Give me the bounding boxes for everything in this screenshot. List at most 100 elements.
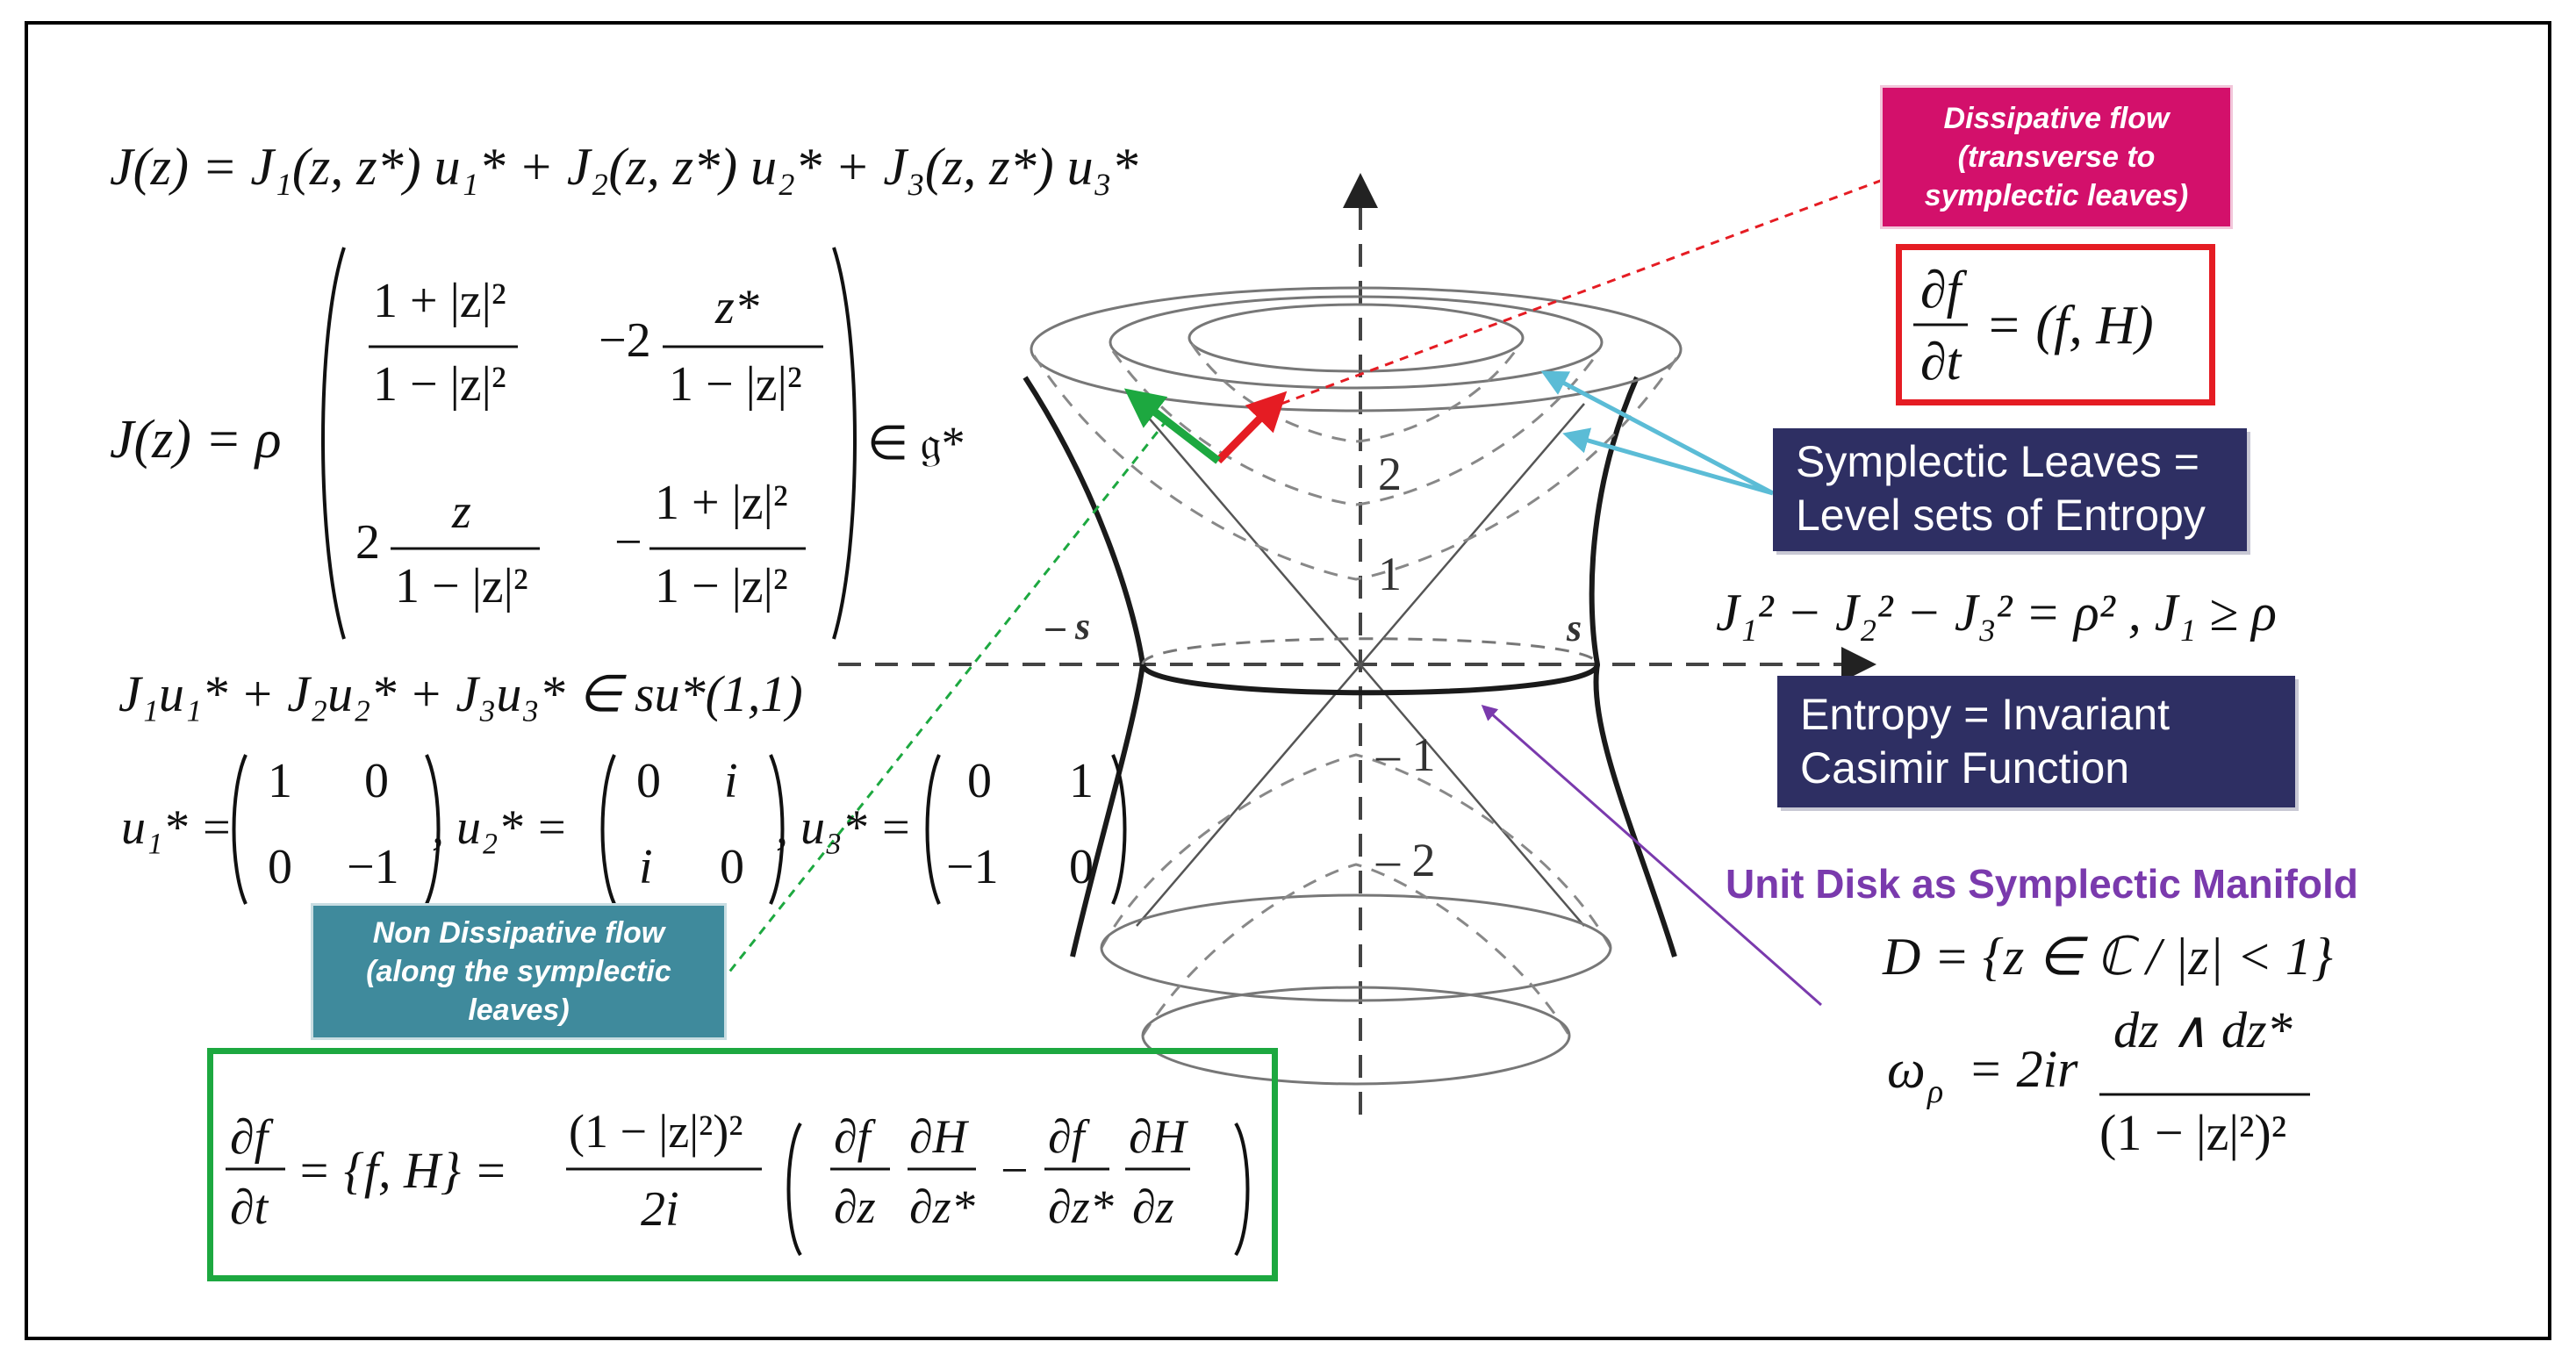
flow-left-paren — [786, 1122, 802, 1257]
matrix-m21-num: z — [452, 484, 471, 539]
entropy-line: Entropy = Invariant — [1800, 690, 2171, 739]
equation-j-in-dual: ∈ 𝔤* — [867, 417, 965, 470]
equation-j-sum: J(z) = J₁(z, z*) u₁* + J₂(z, z*) u₂* + J… — [110, 138, 1138, 196]
matrix-m21-pre: 2 — [355, 515, 380, 570]
lower-leaf-2 — [1141, 986, 1571, 1086]
matrix-right-paren — [832, 247, 857, 640]
omega-mid: = 2ir — [1968, 1040, 2078, 1098]
omega-subscript: ρ — [1927, 1073, 1944, 1110]
flow-term-3-den: ∂z* — [1048, 1180, 1114, 1233]
u2-lhs: , u₂* = — [432, 800, 569, 855]
u1-lhs: u₁* = — [121, 800, 233, 855]
upper-leaf-middle — [1109, 295, 1604, 390]
leaves-pointer-2 — [1562, 427, 1774, 496]
axis-label-1: 1 — [1378, 548, 1402, 600]
dissipative-flow-line: Dissipative flow — [1943, 101, 2170, 135]
flow-term-1-num: ∂f — [834, 1110, 871, 1163]
dissipative-arrow — [1215, 391, 1288, 464]
matrix-m22-den: 1 − |z|² — [655, 559, 788, 613]
matrix-m11-num: 1 + |z|² — [373, 274, 506, 328]
dissipative-flow-label: Dissipative flow (transverse to symplect… — [1883, 88, 2230, 226]
u1-cell: 0 — [364, 754, 389, 808]
flow-term-3-num: ∂f — [1048, 1110, 1085, 1163]
omega-num: dz ∧ dz* — [2113, 1001, 2293, 1058]
u1-cell: −1 — [347, 840, 399, 894]
hyperboloid-right-edge — [1589, 376, 1677, 958]
axis-label-pos-s: s — [1566, 606, 1582, 649]
matrix-m12-pre: −2 — [599, 313, 651, 368]
u1-cell: 1 — [268, 754, 292, 808]
red-dashed-pointer — [1281, 178, 1884, 405]
poisson-equation-box — [1896, 244, 2215, 405]
casimir-equation: J₁² − J₂² − J₃² = ρ² , J₁ ≥ ρ — [1716, 584, 2277, 642]
symplectic-leaves-line: Level sets of Entropy — [1796, 491, 2206, 540]
flow-equation-box — [207, 1048, 1278, 1281]
non-dissipative-flow-line: leaves) — [468, 994, 570, 1028]
non-dissipative-arrow — [1123, 388, 1221, 464]
upper-sheet-inner — [1190, 343, 1522, 443]
disk-definition: D = {z ∈ ℂ / |z| < 1} — [1883, 928, 2333, 986]
equation-su11: J₁u₁* + J₂u₂* + J₃u₃* ∈ su*(1,1) — [118, 665, 803, 722]
slide-frame — [25, 21, 2551, 1340]
u3-cell: 0 — [1069, 840, 1094, 894]
axis-label-neg-s: – s — [1045, 605, 1090, 648]
flow-frac-num: (1 − |z|²)² — [569, 1105, 743, 1158]
u1-right-paren — [425, 754, 441, 905]
matrix-left-paren — [321, 247, 346, 640]
upper-sheet-outer — [1032, 355, 1680, 581]
flow-minus: − — [1001, 1144, 1029, 1198]
flow-lhs-den: ∂t — [230, 1180, 269, 1235]
upper-leaf-outer — [1030, 286, 1683, 412]
flow-lhs-num: ∂f — [230, 1110, 269, 1165]
u2-left-paren — [600, 754, 616, 905]
u3-left-paren — [925, 754, 941, 905]
matrix-m11-den: 1 − |z|² — [373, 357, 506, 412]
u3-lhs: , u₃* = — [776, 800, 913, 855]
u1-left-paren — [232, 754, 248, 905]
non-dissipative-flow-label: Non Dissipative flow (along the symplect… — [313, 906, 724, 1037]
axis-label-2: 2 — [1378, 448, 1402, 500]
manifold-title: Unit Disk as Symplectic Manifold — [1726, 861, 2358, 907]
green-dashed-pointer — [722, 419, 1169, 979]
flow-term-1-den: ∂z — [834, 1180, 876, 1233]
non-dissipative-flow-line: (along the symplectic — [366, 954, 671, 988]
poisson-rhs: = (f, H) — [1985, 296, 2154, 355]
flow-term-4-den: ∂z — [1132, 1180, 1174, 1233]
waist-ellipse — [1140, 663, 1600, 696]
matrix-m12-num: z* — [715, 280, 759, 334]
lower-sheet-2 — [1141, 863, 1571, 1037]
matrix-m22-pre: − — [614, 515, 642, 570]
u3-right-paren — [1111, 754, 1127, 905]
entropy-label: Entropy = Invariant Casimir Function — [1777, 676, 2295, 807]
dissipative-flow-line: (transverse to — [1957, 140, 2156, 174]
u2-cell: 0 — [720, 840, 744, 894]
u1-cell: 0 — [268, 840, 292, 894]
manifold-pointer — [1481, 705, 1822, 1007]
omega-symbol: ω — [1887, 1040, 1926, 1100]
axis-label-minus-2: – 2 — [1375, 834, 1436, 886]
upper-leaf-inner — [1188, 303, 1525, 373]
flow-bracket: = {f, H} = — [297, 1142, 508, 1199]
equation-j-lhs: J(z) = ρ — [110, 410, 282, 470]
symplectic-leaves-label: Symplectic Leaves = Level sets of Entrop… — [1773, 428, 2247, 551]
symplectic-leaves-line: Symplectic Leaves = — [1796, 437, 2199, 486]
u2-cell: 0 — [636, 754, 661, 808]
flow-right-paren — [1234, 1122, 1250, 1257]
u3-cell: 1 — [1069, 754, 1094, 808]
u2-cell: i — [639, 840, 653, 894]
flow-term-4-num: ∂H — [1129, 1110, 1187, 1163]
leaves-pointer-1 — [1540, 370, 1775, 496]
upper-sheet-middle — [1111, 350, 1601, 506]
flow-term-2-num: ∂H — [909, 1110, 967, 1163]
u2-cell: i — [724, 754, 738, 808]
poisson-den: ∂t — [1920, 333, 1962, 391]
matrix-m21-den: 1 − |z|² — [395, 559, 528, 613]
cone-line — [1136, 403, 1585, 927]
flow-frac-den: 2i — [641, 1182, 679, 1237]
non-dissipative-flow-line: Non Dissipative flow — [372, 915, 665, 950]
flow-term-2-den: ∂z* — [909, 1180, 975, 1233]
lower-leaf-1 — [1100, 893, 1612, 1002]
entropy-line: Casimir Function — [1800, 743, 2130, 793]
u2-right-paren — [769, 754, 785, 905]
